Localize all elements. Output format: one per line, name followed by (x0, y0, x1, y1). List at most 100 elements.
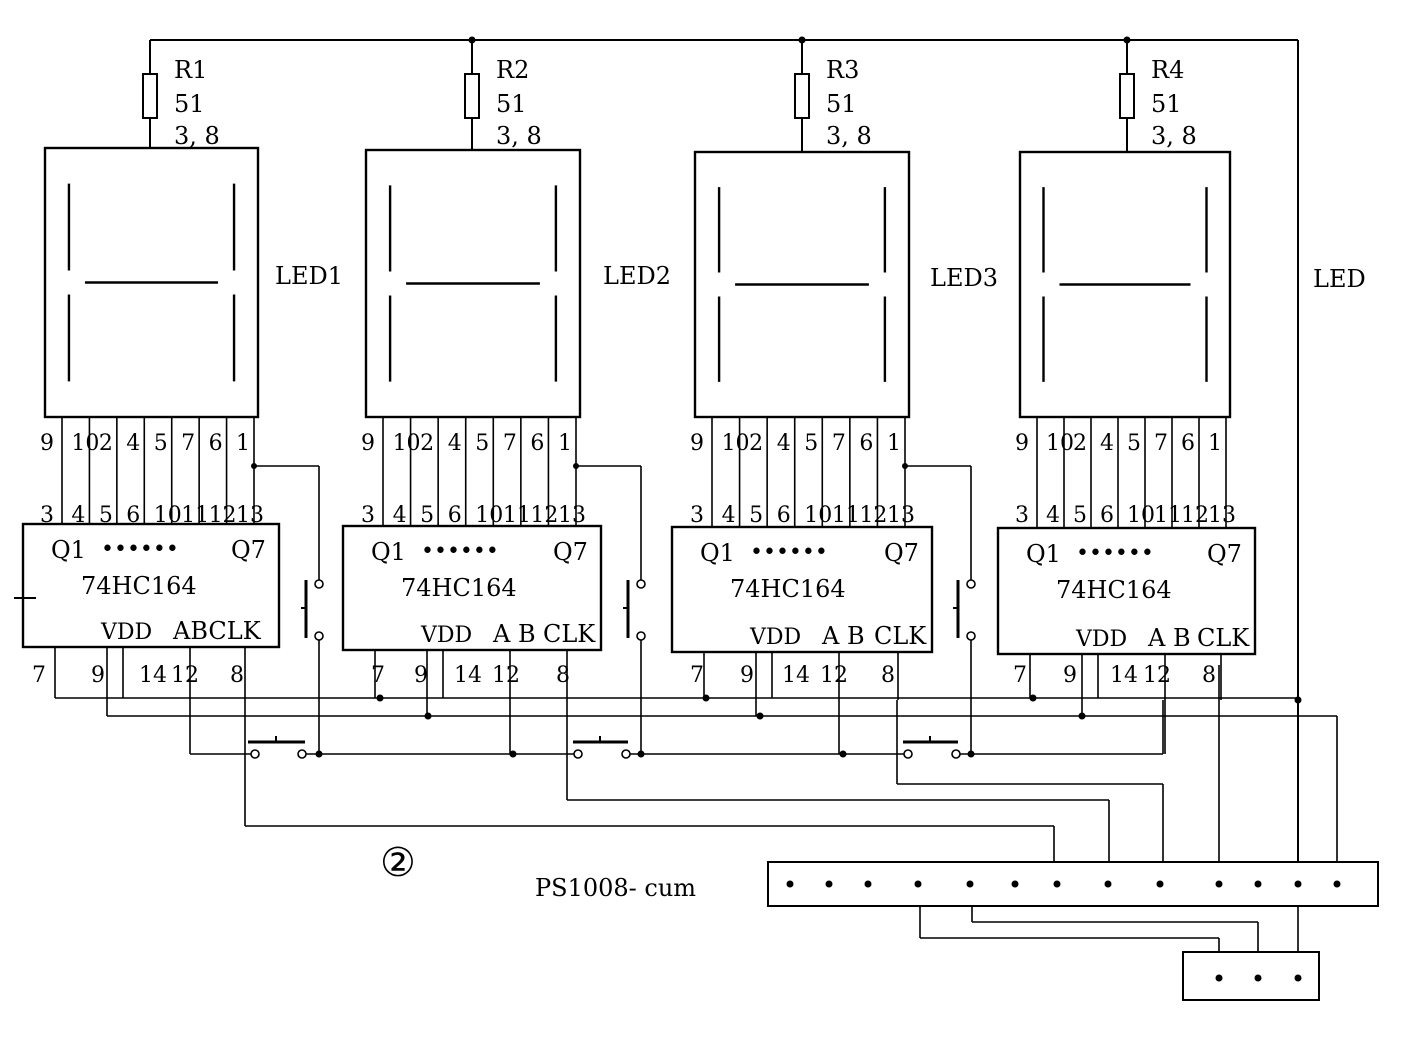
chip-pin-label: 5 (99, 503, 113, 528)
resistor-name: R3 (826, 56, 859, 84)
resistor-value: 51 (174, 90, 205, 118)
chip-bottom-pin-label: 12 (820, 663, 848, 688)
chip-bottom-pin-label: 8 (881, 663, 895, 688)
led-label: LED1 (275, 262, 343, 290)
chip-pin-label: 5 (420, 503, 434, 528)
connector-pin (1254, 880, 1262, 888)
led-pin-label: 2 (1073, 431, 1087, 456)
chip-name: 74HC164 (730, 575, 846, 603)
led-pin-label: 1 (887, 431, 901, 456)
side-switch (623, 579, 646, 641)
led-pin-label: 4 (1100, 431, 1114, 456)
shift-register-chip (21, 522, 281, 649)
connector-label: PS1008- cum (535, 874, 696, 902)
led-pin-label: 5 (804, 431, 818, 456)
resistor-spec: 3, 8 (174, 122, 220, 150)
chip-name: 74HC164 (401, 574, 517, 602)
led-pin-label: 2 (99, 431, 113, 456)
chip-bottom-pin-label: 7 (1013, 663, 1027, 688)
resistor-spec: 3, 8 (496, 122, 542, 150)
led-pin-label: 5 (1127, 431, 1141, 456)
chip-pin-label: 4 (1046, 503, 1060, 528)
chip-pin-label: 3 (1015, 503, 1029, 528)
led-pin-label: 7 (1154, 431, 1168, 456)
push-switch (248, 736, 307, 759)
side-switch (953, 579, 976, 641)
side-switch (301, 579, 324, 641)
chip-q7-label: Q7 (1207, 540, 1242, 568)
chip-pin-label: 5 (749, 503, 763, 528)
chip-bottom-pin-label: 12 (492, 663, 520, 688)
led-pin-label: 7 (503, 431, 517, 456)
resistor-spec: 3, 8 (1151, 122, 1197, 150)
chip-bottom-pin-label: 7 (690, 663, 704, 688)
chip-q1-label: Q1 (1026, 540, 1061, 568)
led-pin-label: 1 (1208, 431, 1222, 456)
led-pin-label: 2 (749, 431, 763, 456)
resistor (1119, 73, 1135, 119)
resistor (464, 73, 480, 119)
chip-pin-label: 11 (832, 503, 860, 528)
led-pin-label: 6 (859, 431, 873, 456)
connector-pin (1156, 880, 1164, 888)
chip-pin-label: 6 (126, 503, 140, 528)
display-segments (388, 185, 558, 382)
chip-pin-label: 13 (1208, 503, 1236, 528)
chip-dots: •••••• (421, 539, 499, 564)
led-pin-label: 4 (777, 431, 791, 456)
led-pin-label: 10 (1046, 431, 1074, 456)
led-label: LED3 (930, 264, 998, 292)
chip-pin-label: 3 (361, 503, 375, 528)
led-pin-label: 10 (71, 431, 99, 456)
led-pin-label: 6 (530, 431, 544, 456)
connector-pin (864, 880, 872, 888)
chip-q7-label: Q7 (553, 538, 588, 566)
connector-pin (1104, 880, 1112, 888)
led-pin-label: 5 (475, 431, 489, 456)
connector-pin (1215, 880, 1223, 888)
chip-dots: •••••• (1076, 541, 1154, 566)
chip-pin-label: 13 (887, 503, 915, 528)
led-pin-label: 9 (690, 431, 704, 456)
led-pin-label: 9 (40, 431, 54, 456)
chip-pin-label: 5 (1073, 503, 1087, 528)
led-pin-label: 10 (393, 431, 421, 456)
chip-q7-label: Q7 (884, 539, 919, 567)
chip-q1-label: Q1 (51, 536, 86, 564)
led-pin-label: 4 (126, 431, 140, 456)
display-segments (717, 187, 887, 382)
led-pin-label: 5 (154, 431, 168, 456)
chip-pin-label: 3 (690, 503, 704, 528)
resistor-value: 51 (1151, 90, 1182, 118)
chip-clk-label: CLK (874, 622, 927, 650)
chip-pin-label: 11 (1154, 503, 1182, 528)
chip-pin-label: 4 (722, 503, 736, 528)
chip-bottom-pin-label: 9 (414, 663, 428, 688)
shift-register-chip (341, 524, 603, 652)
shift-register-chip (996, 526, 1257, 656)
chip-bottom-pin-label: 14 (1110, 663, 1138, 688)
resistor-name: R2 (496, 56, 529, 84)
chip-name: 74HC164 (81, 572, 197, 600)
connector-pin (966, 880, 974, 888)
led-label: LED2 (603, 262, 671, 290)
chip-clk-label: CLK (543, 620, 596, 648)
chip-q1-label: Q1 (371, 538, 406, 566)
chip-pin-label: 4 (71, 503, 85, 528)
led-rail-label: LED (1313, 265, 1366, 293)
led-pin-label: 6 (1181, 431, 1195, 456)
resistor (794, 73, 810, 119)
chip-bottom-pin-label: 9 (1063, 663, 1077, 688)
chip-ab-label: A B (821, 622, 865, 650)
connector-pin (1053, 880, 1061, 888)
shift-register-chip (670, 525, 934, 654)
connector-pin (825, 880, 833, 888)
led-pin-label: 9 (361, 431, 375, 456)
chip-pin-label: 12 (1181, 503, 1209, 528)
chip-bottom-pin-label: 9 (91, 663, 105, 688)
led-pin-label: 6 (209, 431, 223, 456)
chip-ab-label: A B (1147, 624, 1191, 652)
